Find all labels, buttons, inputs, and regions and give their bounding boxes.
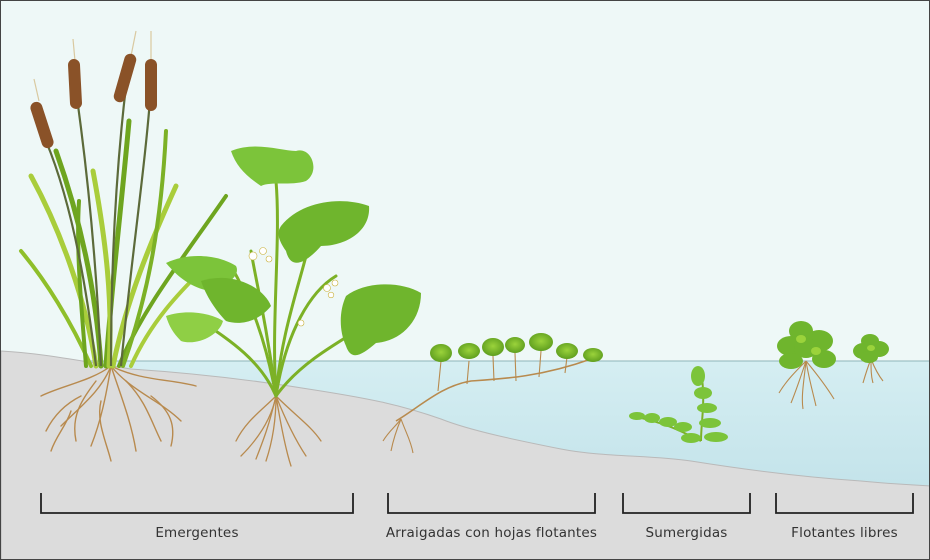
label-arraigadas: Arraigadas con hojas flotantes — [373, 525, 610, 541]
label-emergentes: Emergentes — [41, 525, 353, 541]
label-flotantes: Flotantes libres — [771, 525, 918, 541]
label-sumergidas: Sumergidas — [613, 525, 760, 541]
